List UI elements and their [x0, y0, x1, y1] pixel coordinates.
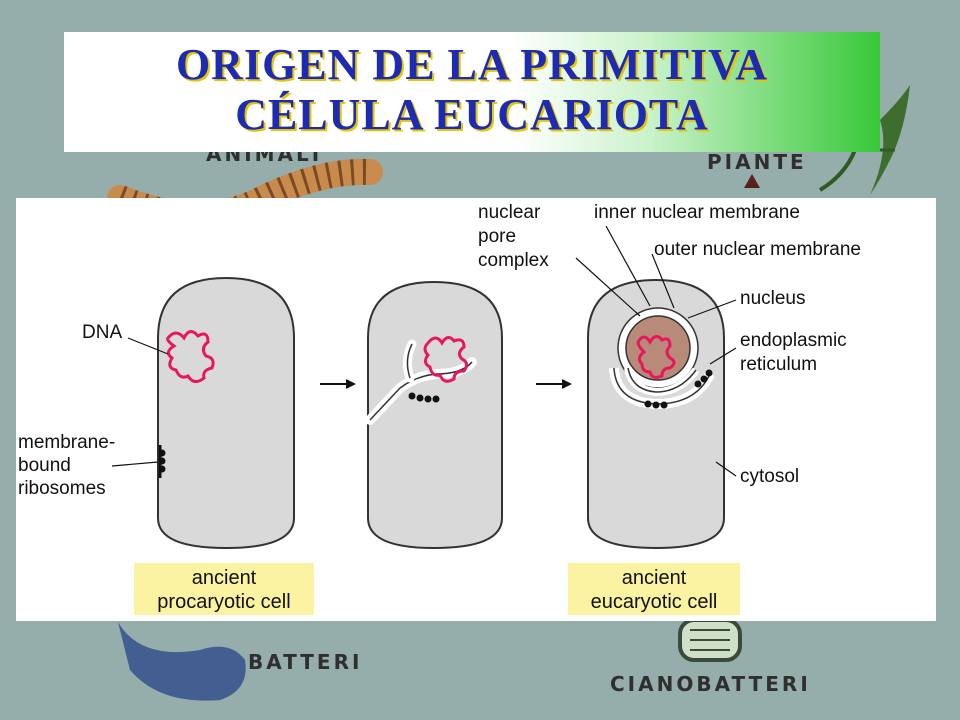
dna-strand-2 [423, 336, 469, 383]
title-line-2: CÉLULA EUCARIOTA [235, 90, 709, 139]
caption-procaryotic-line-2: procaryotic cell [157, 591, 290, 613]
label-dna: DNA [82, 322, 122, 343]
arrow-right-icon [562, 379, 572, 389]
label-outer-nuclear-membrane: outer nuclear membrane [654, 239, 861, 260]
label-endoplasmic-reticulum-1: endoplasmic [740, 330, 847, 351]
label-endoplasmic-reticulum-2: reticulum [740, 354, 817, 375]
label-membrane-bound-ribosomes-2: bound [18, 455, 71, 476]
title-line-1: ORIGEN DE LA PRIMITIVA [175, 40, 769, 89]
ribosome [158, 449, 166, 457]
dna-strand-3 [636, 335, 676, 379]
caption-procaryotic-line-1: ancient [192, 567, 257, 589]
arrow-right-icon [346, 379, 356, 389]
diagram-panel: DNA membrane- bound ribosomes nuclear po… [16, 198, 936, 621]
plant-illustration [870, 85, 910, 195]
label-membrane-bound-ribosomes-3: ribosomes [18, 478, 106, 499]
caption-eucaryotic-line-1: ancient [622, 567, 687, 589]
label-nuclear-pore-complex-2: pore [478, 226, 516, 247]
caption-eucaryotic-line-2: eucaryotic cell [591, 591, 718, 613]
label-inner-nuclear-membrane: inner nuclear membrane [594, 202, 800, 223]
caption-box-eucaryotic [568, 563, 740, 615]
caption-box-procaryotic [134, 563, 314, 615]
label-nucleus: nucleus [740, 288, 806, 309]
procaryotic-cell [157, 276, 295, 550]
label-membrane-bound-ribosomes-1: membrane- [18, 432, 115, 453]
background-label-batteri: BATTERI [248, 650, 363, 674]
intermediate-cell [367, 280, 503, 550]
background-label-piante: PIANTE [707, 150, 807, 174]
label-cytosol: cytosol [740, 466, 799, 487]
dna-strand-1 [166, 330, 215, 383]
label-nuclear-pore-complex-1: nuclear [478, 202, 541, 223]
bacteria-illustration [118, 622, 246, 701]
ribosome [158, 457, 166, 465]
background-label-cianobatteri: CIANOBATTERI [610, 672, 811, 696]
ribosome [158, 465, 166, 473]
cell-evolution-diagram: DNA membrane- bound ribosomes nuclear po… [18, 202, 861, 615]
title-banner: ORIGEN DE LA PRIMITIVA CÉLULA EUCARIOTA [64, 32, 880, 152]
arrow-up-icon [744, 174, 760, 188]
nucleus [625, 315, 691, 381]
label-nuclear-pore-complex-3: complex [478, 250, 549, 271]
